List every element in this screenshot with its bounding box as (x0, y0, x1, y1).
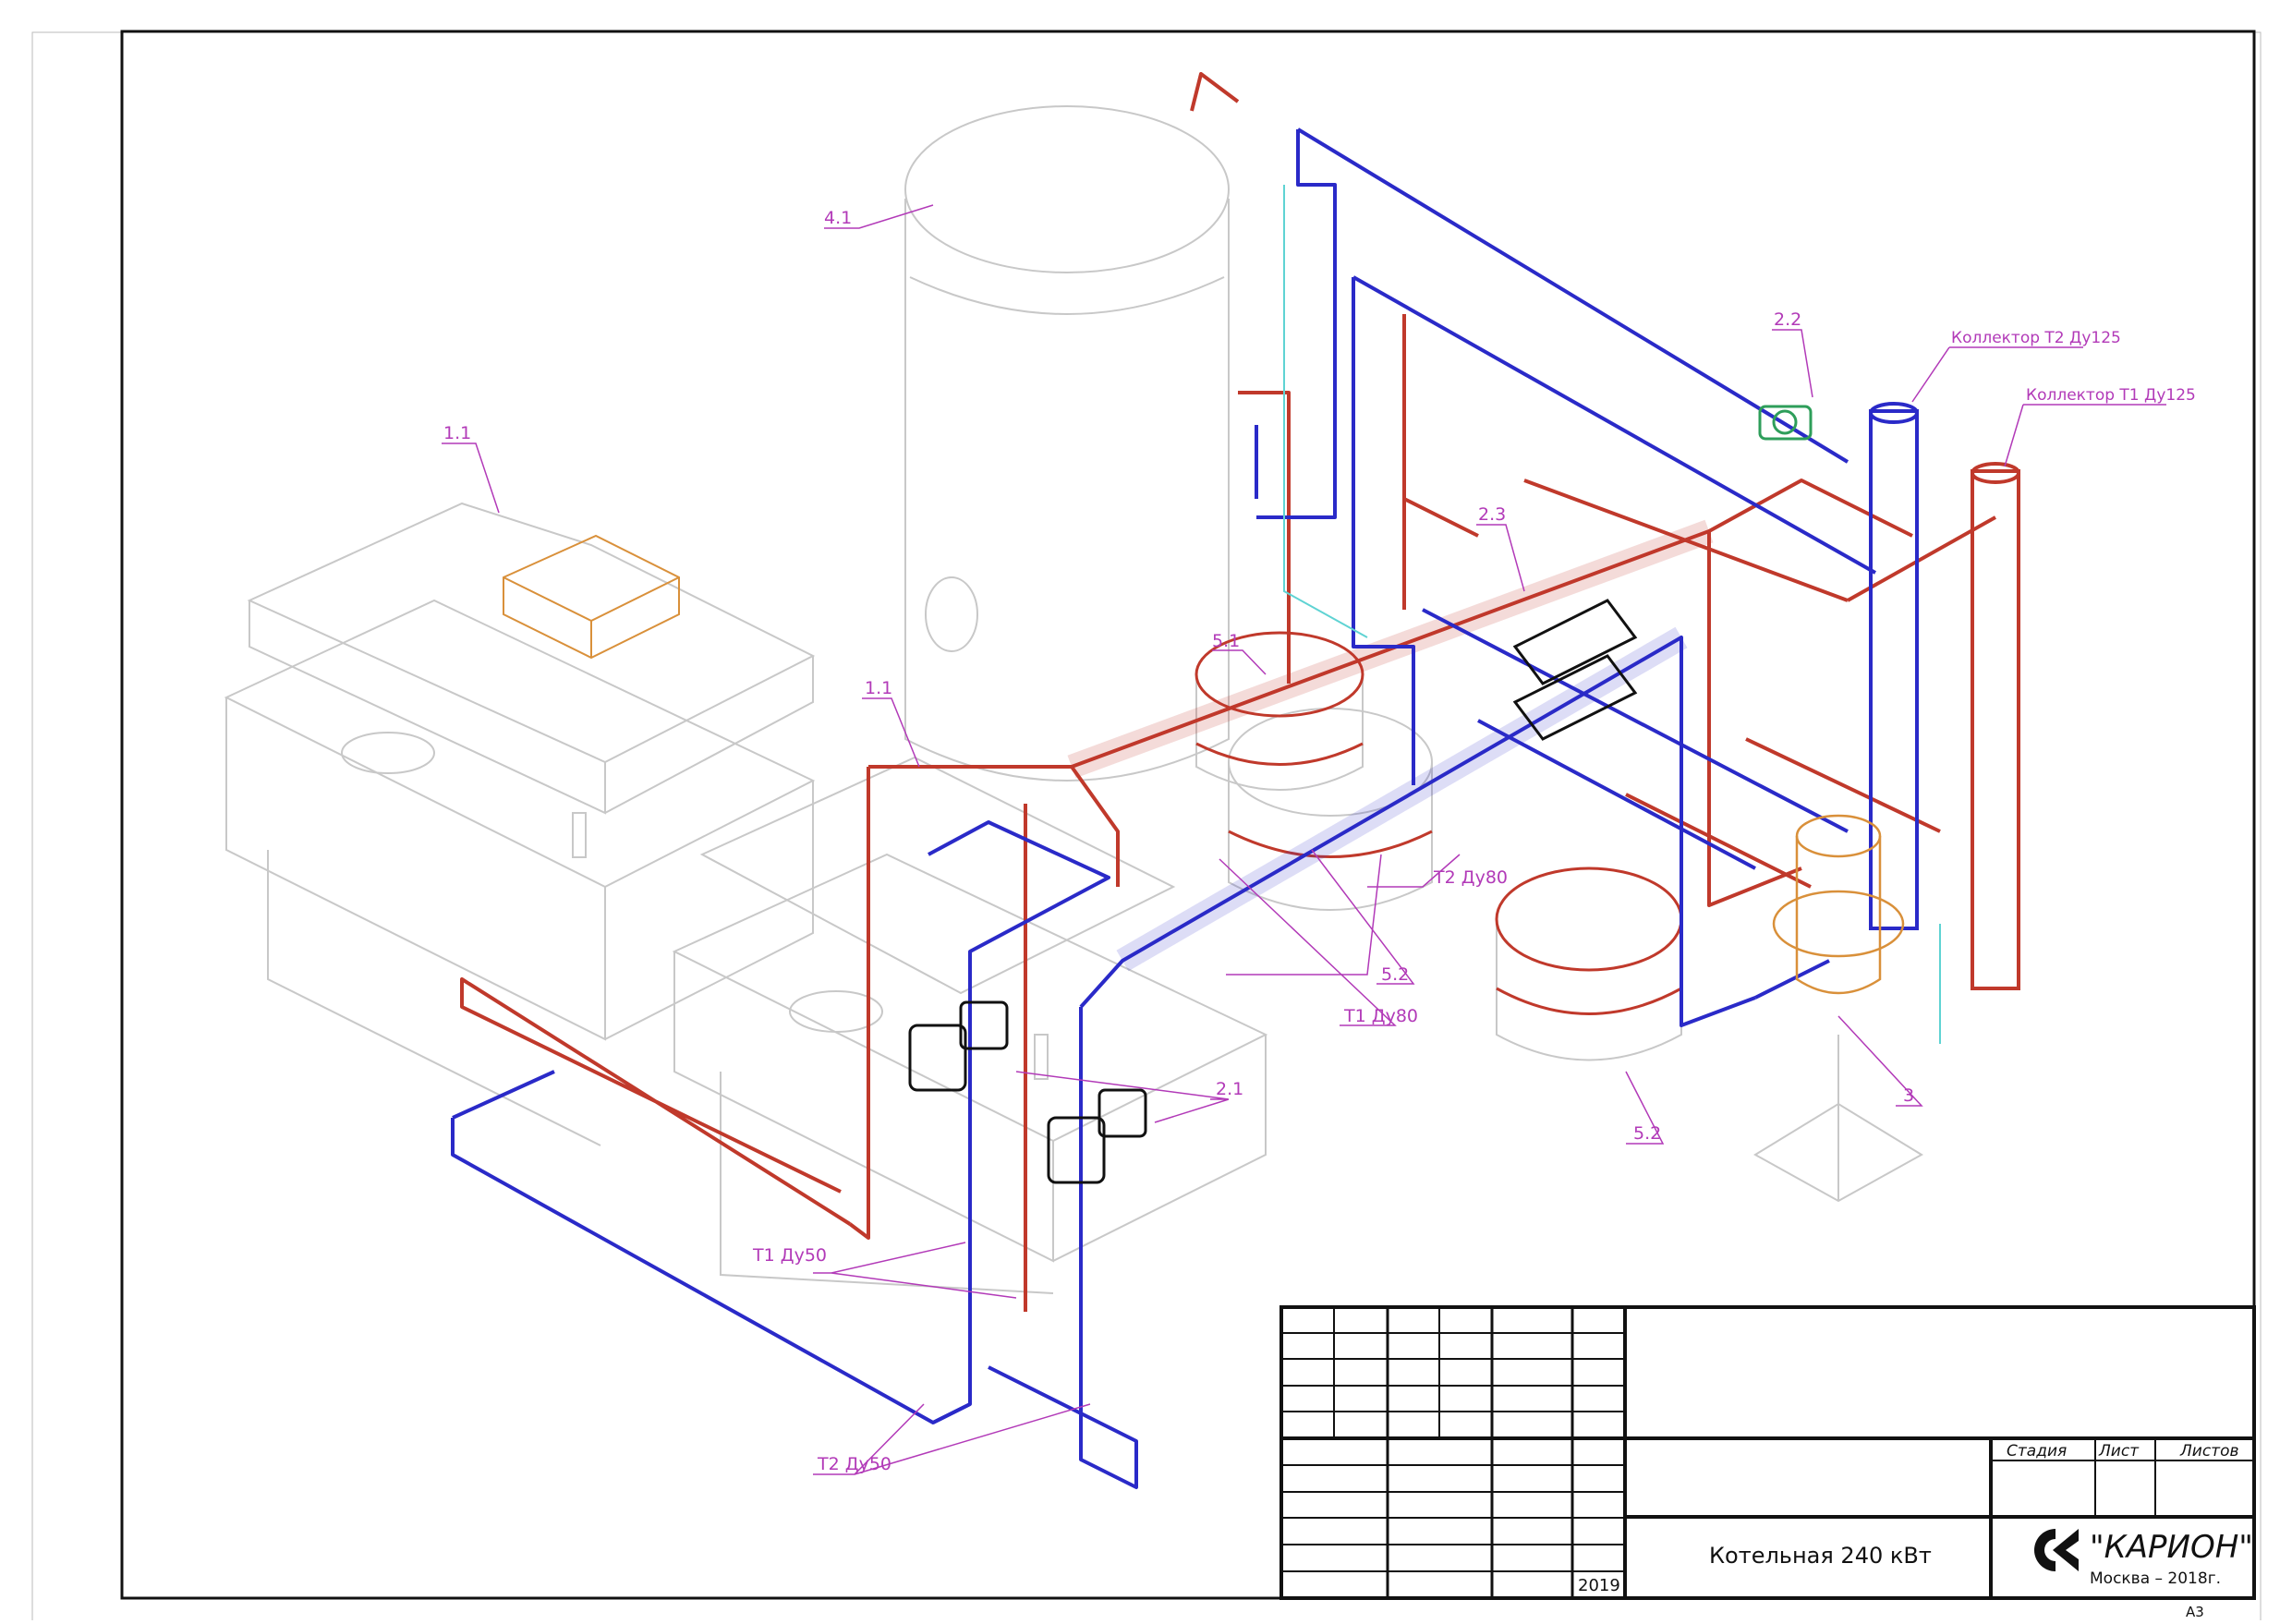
project-title: Котельная 240 кВт (1709, 1543, 1932, 1569)
label-collector-t1: Коллектор Т1 Ду125 (2026, 386, 2196, 405)
title-block-sheets-header: Листов (2179, 1442, 2239, 1460)
label-vessel-5-1: 5.1 (1212, 631, 1240, 651)
label-boiler-1-1-b: 1.1 (865, 678, 892, 698)
return-pipe-shadow (1116, 626, 1688, 972)
label-pipe-t2-du80: Т2 Ду80 (1433, 867, 1508, 888)
title-block-stage-header: Стадия (2007, 1442, 2067, 1460)
callout-labels: 4.1 1.1 1.1 2.2 2.3 5.1 5.2 5.2 3 2.1 Ко… (443, 208, 2196, 1474)
separator-stand (1753, 1035, 1923, 1203)
circuit-pumps-2-3 (1512, 599, 1638, 741)
callout-leaders (442, 204, 2166, 1475)
collector-t1-vessel (1971, 462, 2020, 990)
title-block-sheet-header: Лист (2098, 1442, 2140, 1460)
label-vessel-5-2-a: 5.2 (1381, 964, 1409, 985)
label-pump-2-2: 2.2 (1774, 309, 1801, 330)
vessel-bands (1195, 631, 1683, 1015)
label-collector-t2: Коллектор Т2 Ду125 (1951, 329, 2121, 347)
supply-pipe-shadow (1067, 519, 1714, 779)
equipment-outlines (224, 105, 1923, 1294)
collector-t2-vessel (1869, 402, 1919, 930)
label-pipe-t1-du80: Т1 Ду80 (1343, 1006, 1418, 1026)
return-piping-t2 (451, 127, 1876, 1489)
cold-water-line (1283, 185, 1941, 1044)
sheet-format: А3 (2186, 1604, 2204, 1620)
boiler-1-1-right (672, 756, 1268, 1294)
company-logo-icon (2034, 1529, 2079, 1571)
expansion-vessel-5-2-right (1496, 867, 1682, 1061)
hydraulic-separator-3 (1772, 814, 1905, 995)
label-pump-2-3: 2.3 (1478, 504, 1506, 525)
pump-2-2 (1758, 405, 1813, 441)
company-city-year: Москва – 2018г. (2090, 1569, 2221, 1588)
boiler-control-panel (503, 534, 680, 660)
supply-piping-t1 (460, 72, 1996, 1312)
title-block: Стадия Лист Листов Котельная 240 кВт 201… (1279, 1305, 2256, 1600)
label-pumps-2-1: 2.1 (1216, 1079, 1243, 1099)
boiler-1-1-left (224, 502, 816, 1146)
boiler-pumps-2-1 (908, 1000, 1147, 1184)
drawing-frame (120, 30, 2256, 1600)
label-boiler-1-1-a: 1.1 (443, 423, 471, 443)
title-block-grid (1279, 1305, 2256, 1600)
hot-water-tank-4-1 (904, 105, 1230, 782)
label-pipe-t2-du50: Т2 Ду50 (817, 1454, 891, 1474)
company-name: "КАРИОН" (2090, 1529, 2253, 1566)
label-pipe-t1-du50: Т1 Ду50 (752, 1245, 827, 1266)
label-vessel-5-2-b: 5.2 (1633, 1123, 1661, 1144)
title-block-year: 2019 (1578, 1576, 1620, 1595)
label-separator-3: 3 (1903, 1085, 1914, 1106)
label-tank-4-1: 4.1 (824, 208, 852, 228)
